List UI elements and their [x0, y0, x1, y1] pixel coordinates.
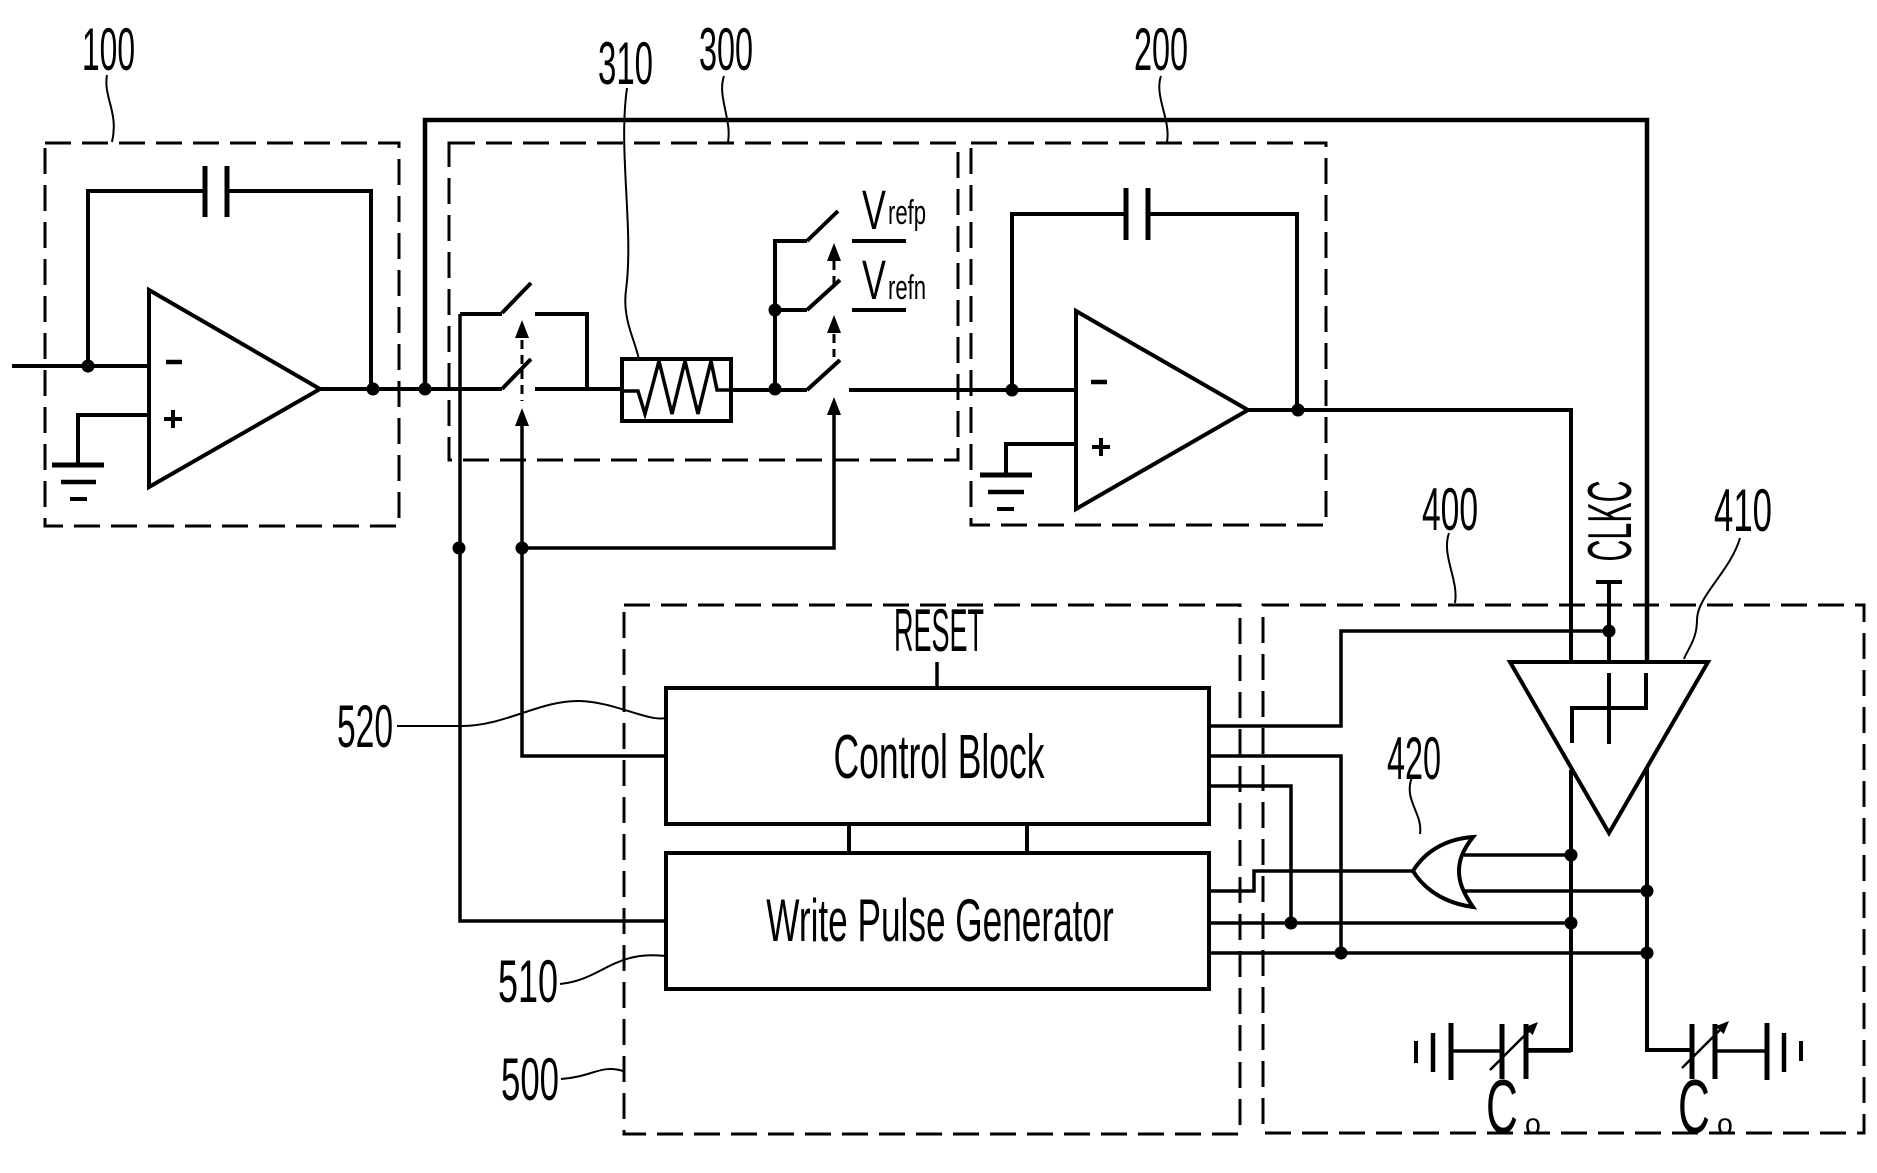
svg-text:510: 510: [498, 949, 558, 1016]
svg-text:100: 100: [82, 18, 135, 84]
svg-text:410: 410: [1714, 478, 1772, 544]
svg-text:o: o: [1717, 1108, 1733, 1141]
svg-text:refn: refn: [888, 269, 926, 307]
svg-text:C: C: [1678, 1066, 1710, 1150]
svg-text:310: 310: [598, 31, 653, 98]
svg-text:Control Block: Control Block: [834, 722, 1046, 792]
svg-text:o: o: [1525, 1108, 1541, 1141]
svg-text:CLKC: CLKC: [1576, 480, 1645, 561]
svg-text:V: V: [862, 248, 886, 311]
svg-text:200: 200: [1134, 16, 1188, 83]
svg-text:420: 420: [1387, 725, 1441, 792]
svg-text:V: V: [862, 178, 886, 241]
svg-text:Write Pulse Generator: Write Pulse Generator: [766, 887, 1113, 954]
svg-text:C: C: [1486, 1066, 1518, 1150]
svg-text:400: 400: [1422, 477, 1478, 544]
svg-text:520: 520: [337, 694, 393, 761]
svg-text:refp: refp: [888, 194, 926, 232]
svg-text:RESET: RESET: [894, 597, 984, 664]
svg-text:500: 500: [501, 1047, 559, 1113]
svg-text:300: 300: [699, 16, 753, 83]
